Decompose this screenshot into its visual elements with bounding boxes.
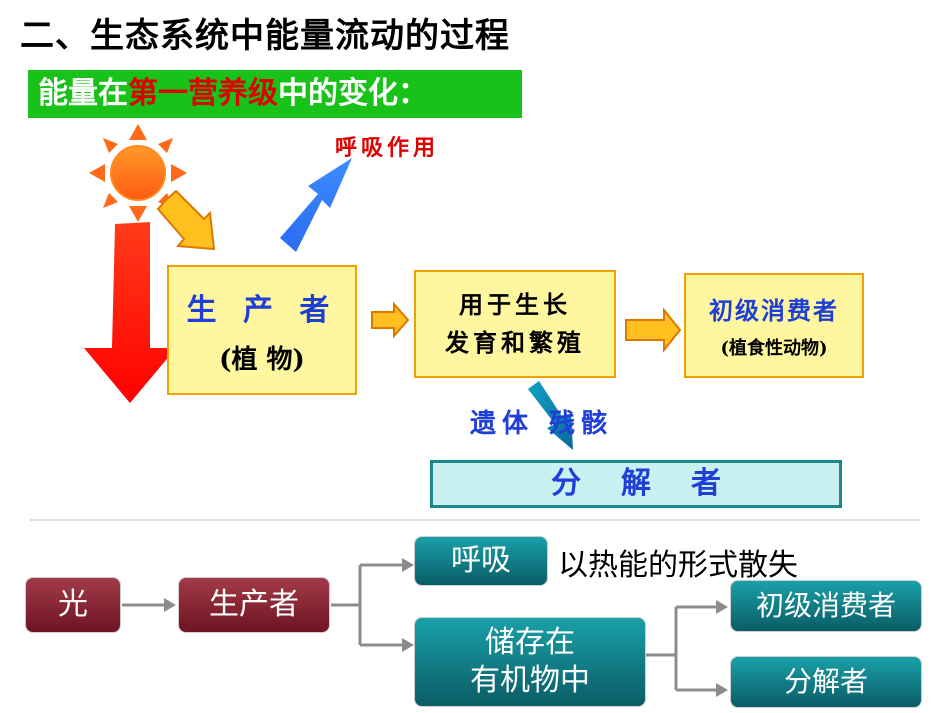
flow-light-box: 光 (25, 577, 121, 633)
flow-arrowheads (164, 558, 728, 697)
respiration-arrow (280, 158, 352, 252)
section-subtitle: 能量在第一营养级中的变化： (28, 70, 522, 118)
storage-line2: 有机物中 (470, 663, 590, 698)
arrow-producer-to-growth (371, 301, 410, 339)
flow-producer-box: 生产者 (178, 577, 330, 633)
subtitle-prefix: 能量在 (38, 76, 128, 111)
producer-box: 生 产 者 (植 物) (167, 265, 357, 395)
red-down-arrow (84, 222, 176, 403)
respiration-label: 呼吸作用 (335, 135, 440, 161)
subtitle-suffix: 中的变化： (278, 76, 428, 111)
flow-storage-box: 储存在 有机物中 (414, 617, 646, 707)
growth-box: 用于生长 发育和繁殖 (414, 270, 616, 378)
producer-sublabel: (植 物) (219, 344, 305, 375)
decomposer-box: 分解者 (430, 460, 842, 508)
divider (30, 519, 920, 521)
subtitle-highlight: 第一营养级 (128, 76, 278, 111)
remains-arrow (528, 381, 573, 450)
sunlight-arrow (156, 189, 216, 251)
storage-line1: 储存在 (485, 625, 575, 660)
producer-label: 生 产 者 (186, 292, 338, 328)
flow-primary-consumer-box: 初级消费者 (730, 580, 922, 632)
growth-line2: 发育和繁殖 (445, 328, 585, 357)
primary-consumer-box: 初级消费者 (植食性动物) (684, 273, 864, 378)
heat-loss-label: 以热能的形式散失 (558, 548, 798, 583)
flow-decomposer-box: 分解者 (730, 656, 922, 708)
remains-label: 遗体 残骸 (470, 409, 614, 439)
primary-consumer-label: 初级消费者 (709, 296, 839, 325)
flow-respiration-box: 呼吸 (414, 536, 548, 586)
arrow-growth-to-consumer (625, 307, 682, 353)
flow-connectors (122, 563, 718, 692)
page-title: 二、生态系统中能量流动的过程 (20, 16, 510, 56)
growth-line1: 用于生长 (459, 290, 571, 319)
primary-consumer-sublabel: (植食性动物) (720, 338, 828, 359)
